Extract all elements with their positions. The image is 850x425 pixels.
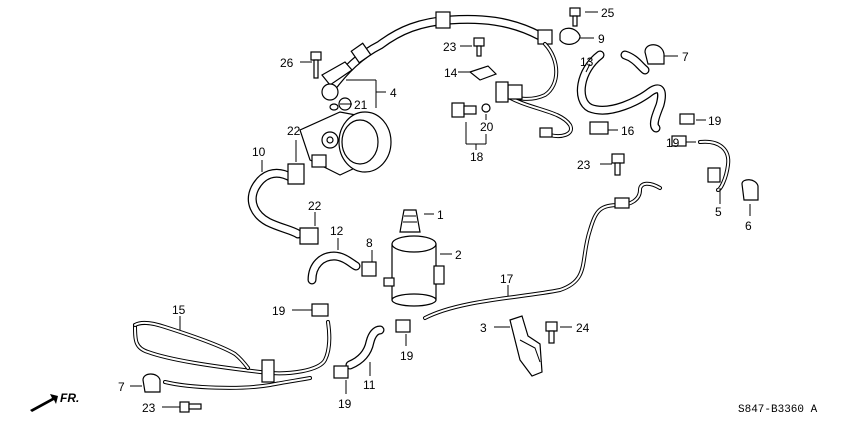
- clamp-19-right: [671, 113, 695, 147]
- power-steering-pump: [299, 61, 392, 176]
- hose-13: [576, 50, 667, 133]
- callout-21: 21: [354, 98, 368, 112]
- callout-22-upper: 22: [287, 124, 301, 138]
- callout-23-mid: 23: [577, 158, 591, 172]
- bolt-23-top: [473, 37, 485, 57]
- callout-9: 9: [598, 32, 605, 46]
- callout-10: 10: [252, 145, 266, 159]
- clamp-14: [468, 65, 498, 81]
- callout-25: 25: [601, 6, 615, 20]
- hose-11: [345, 325, 385, 370]
- hose-12: [307, 251, 361, 285]
- callout-3: 3: [480, 321, 487, 335]
- clamp-6: [741, 179, 759, 201]
- bolt-23-mid: [611, 153, 625, 176]
- callout-7-top: 7: [682, 50, 689, 64]
- high-pressure-hose: [325, 11, 573, 139]
- callout-19-right-b: 19: [666, 136, 680, 150]
- bolt-25: [569, 7, 581, 27]
- callout-20: 20: [480, 120, 494, 134]
- callout-18: 18: [470, 150, 484, 164]
- front-direction-arrow-icon: [30, 394, 58, 412]
- callout-labels: 25 9 23 7 26 14 13 4 21 20 16 19 19 22 1…: [118, 6, 752, 415]
- pipe-15: [133, 320, 332, 390]
- callout-2: 2: [455, 248, 462, 262]
- callout-8: 8: [366, 236, 373, 250]
- front-direction-label: FR.: [60, 391, 79, 405]
- callout-6: 6: [745, 219, 752, 233]
- callout-22-lower: 22: [308, 199, 322, 213]
- clamp-7-top: [644, 44, 665, 65]
- clamp-7-bottom: [142, 373, 161, 393]
- reservoir-2: [383, 209, 445, 307]
- clamp-22-upper: [287, 163, 305, 185]
- callout-19-right-a: 19: [708, 114, 722, 128]
- callout-5: 5: [715, 205, 722, 219]
- clamp-19-lower: [311, 303, 411, 379]
- callout-7-bottom: 7: [118, 380, 125, 394]
- callout-23-bottom: 23: [142, 401, 156, 415]
- clamp-8: [361, 261, 377, 277]
- bolt-23-bottom: [179, 401, 202, 413]
- callout-4: 4: [390, 86, 397, 100]
- union-bolt-18: [451, 102, 491, 118]
- washer-21: [329, 103, 339, 111]
- callout-13: 13: [580, 55, 594, 69]
- hose-10: [247, 168, 303, 239]
- callout-19-left: 19: [272, 304, 286, 318]
- callout-23-top: 23: [443, 40, 457, 54]
- callout-11: 11: [363, 378, 376, 392]
- callout-26: 26: [280, 56, 294, 70]
- callout-17: 17: [500, 272, 514, 286]
- callout-14: 14: [444, 66, 458, 80]
- leader-lines: [130, 11, 751, 408]
- bolt-24: [545, 321, 558, 344]
- callout-19-center: 19: [400, 349, 414, 363]
- clamp-9: [559, 27, 581, 45]
- callout-16: 16: [621, 124, 635, 138]
- clamp-16: [589, 121, 609, 135]
- diagram-code: S847-B3360 A: [738, 404, 818, 416]
- bolt-26: [310, 51, 322, 79]
- pipe-5: [698, 139, 731, 192]
- callout-19-bottom: 19: [338, 397, 352, 411]
- callout-12: 12: [330, 224, 344, 238]
- callout-15: 15: [172, 303, 186, 317]
- callout-24: 24: [576, 321, 590, 335]
- callout-1: 1: [437, 208, 444, 222]
- bracket-3: [509, 315, 543, 377]
- clamp-22-lower: [299, 227, 319, 245]
- pipe-17: [423, 181, 662, 320]
